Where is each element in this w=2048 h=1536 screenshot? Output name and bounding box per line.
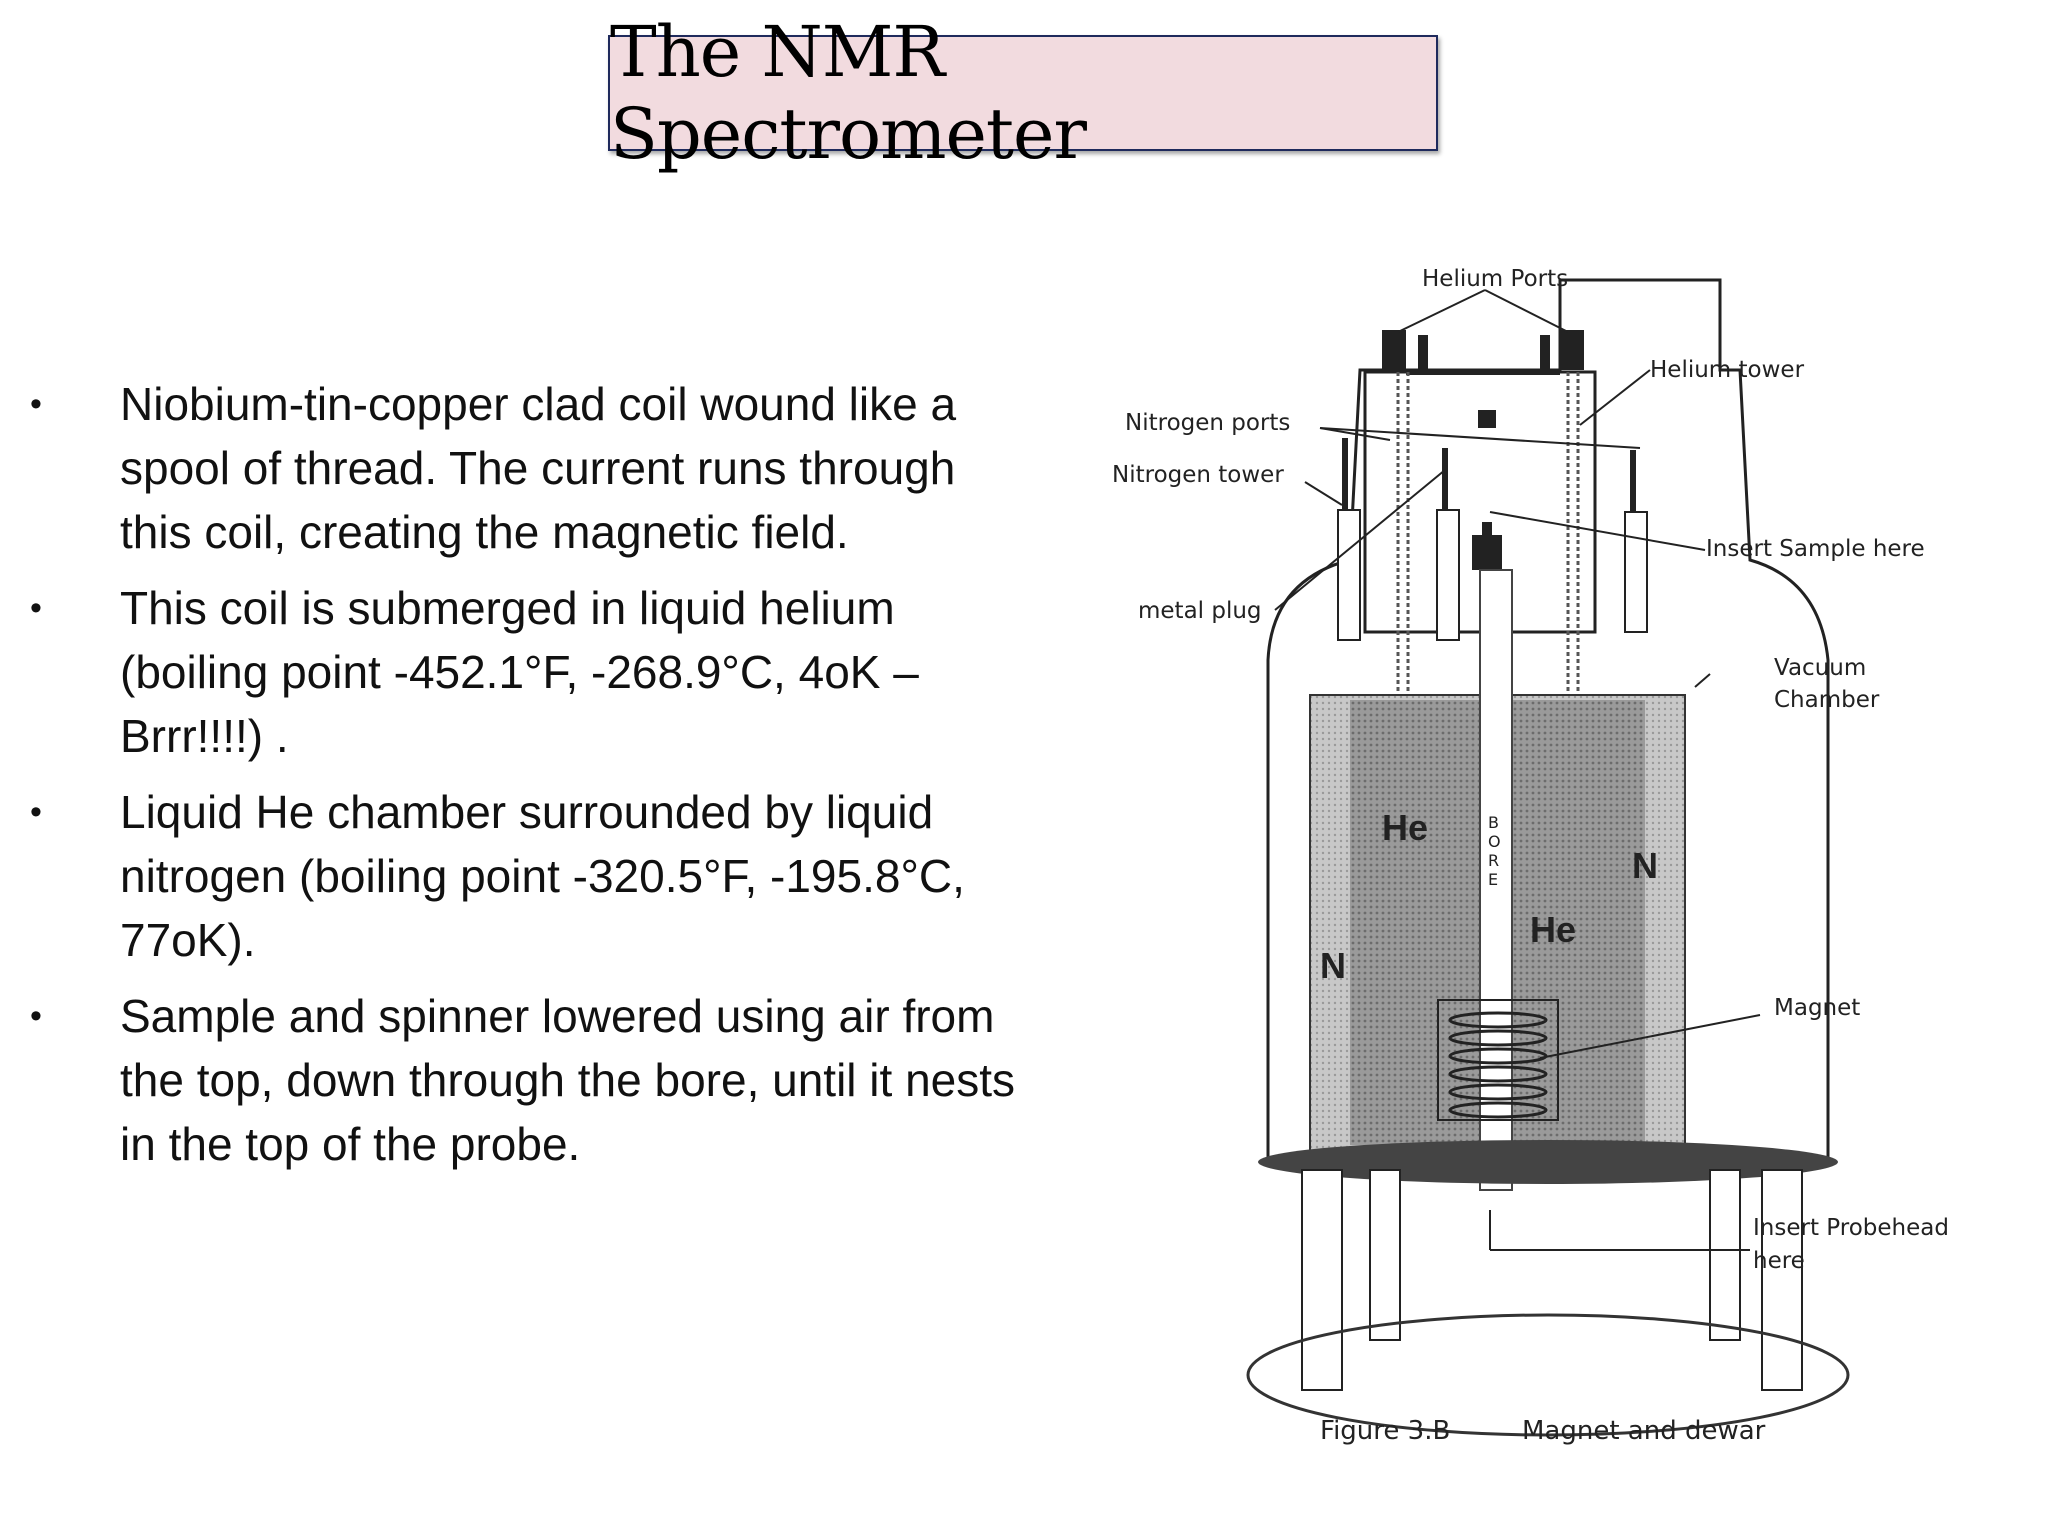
metal-plug bbox=[1472, 535, 1502, 570]
page-title: The NMR Spectrometer bbox=[610, 11, 1087, 175]
label-nitrogen-tower: Nitrogen tower bbox=[1112, 462, 1284, 488]
bullet-item: • This coil is submerged in liquid heliu… bbox=[28, 576, 1038, 768]
magnet-coil bbox=[1448, 1011, 1548, 1119]
label-insert-sample: Insert Sample here bbox=[1706, 536, 1925, 562]
label-n-right: N bbox=[1632, 845, 1658, 886]
bullet-icon: • bbox=[30, 997, 42, 1035]
label-magnet: Magnet bbox=[1774, 995, 1860, 1021]
label-metal-plug: metal plug bbox=[1138, 598, 1262, 624]
nitrogen-tower bbox=[1337, 509, 1361, 641]
nitrogen-port-cap bbox=[1630, 450, 1636, 512]
label-he-right: He bbox=[1530, 909, 1576, 950]
bullet-text: Niobium-tin-copper clad coil wound like … bbox=[120, 378, 957, 558]
label-bore-o: O bbox=[1488, 832, 1501, 851]
helium-port-cap bbox=[1560, 330, 1584, 370]
nitrogen-tower-inner bbox=[1436, 509, 1460, 641]
label-chamber: Chamber bbox=[1774, 687, 1880, 713]
bullet-icon: • bbox=[30, 793, 42, 831]
title-box: The NMR Spectrometer bbox=[608, 11, 1438, 175]
dewar-leg bbox=[1709, 1169, 1741, 1341]
bullet-icon: • bbox=[30, 589, 42, 627]
bullet-list: • Niobium-tin-copper clad coil wound lik… bbox=[28, 372, 1038, 1188]
label-bore-b: B bbox=[1488, 813, 1499, 832]
dewar-leg bbox=[1369, 1169, 1401, 1341]
dewar-floor bbox=[1246, 1313, 1850, 1437]
nitrogen-port-cap bbox=[1342, 438, 1348, 510]
helium-port-cap bbox=[1418, 335, 1428, 370]
label-helium-tower: Helium tower bbox=[1650, 357, 1805, 383]
label-n-left: N bbox=[1320, 945, 1346, 986]
bullet-text: Sample and spinner lowered using air fro… bbox=[120, 990, 1016, 1170]
dewar-leg bbox=[1761, 1169, 1803, 1391]
label-insert-probehead: Insert Probehead bbox=[1753, 1215, 1949, 1241]
label-bore-r: R bbox=[1488, 851, 1499, 870]
bullet-item: • Sample and spinner lowered using air f… bbox=[28, 984, 1038, 1176]
bullet-item: • Niobium-tin-copper clad coil wound lik… bbox=[28, 372, 1038, 564]
magnet-dewar-diagram: Helium Ports Helium tower Nitrogen ports… bbox=[1112, 266, 1949, 1446]
label-insert-probehead-here: here bbox=[1753, 1248, 1805, 1274]
label-nitrogen-ports: Nitrogen ports bbox=[1125, 410, 1290, 436]
bullet-text: Liquid He chamber surrounded by liquid n… bbox=[120, 786, 965, 966]
dewar-leg bbox=[1301, 1169, 1343, 1391]
figure-caption: Magnet and dewar bbox=[1522, 1416, 1766, 1446]
dewar-base-ring bbox=[1258, 1140, 1838, 1184]
bullet-text: This coil is submerged in liquid helium … bbox=[120, 582, 919, 762]
nitrogen-tower bbox=[1624, 511, 1648, 633]
sample-insert-cap bbox=[1478, 410, 1496, 428]
label-helium-ports: Helium Ports bbox=[1422, 266, 1568, 292]
label-vacuum: Vacuum bbox=[1774, 655, 1866, 681]
bullet-icon: • bbox=[30, 385, 42, 423]
label-he-left: He bbox=[1382, 807, 1428, 848]
helium-port-cap bbox=[1382, 330, 1406, 370]
nitrogen-port-cap bbox=[1442, 448, 1448, 510]
figure-number: Figure 3.B bbox=[1320, 1416, 1450, 1446]
bullet-item: • Liquid He chamber surrounded by liquid… bbox=[28, 780, 1038, 972]
helium-port-cap bbox=[1540, 335, 1550, 370]
label-bore-e: E bbox=[1488, 870, 1498, 889]
magnet-box bbox=[1437, 999, 1559, 1121]
